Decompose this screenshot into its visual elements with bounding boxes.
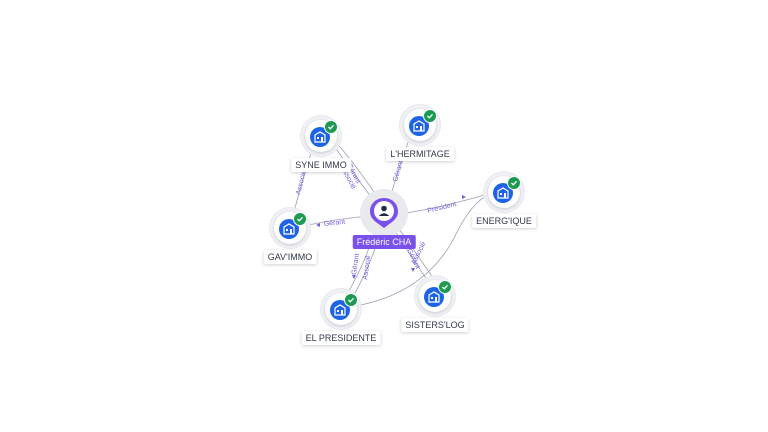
edge-elpresidente-energique [355, 191, 497, 307]
building-icon [424, 287, 444, 307]
user-icon [370, 198, 398, 228]
check-icon [423, 109, 437, 123]
company-label: L'HERMITAGE [386, 147, 454, 161]
company-label: ENERG'IQUE [472, 214, 536, 228]
edge-label-syne-gavimmo-associe: Associé [295, 170, 308, 196]
company-label: SISTERS'LOG [401, 318, 469, 332]
person-name-label: Frédéric CHA [352, 235, 416, 249]
check-icon [438, 280, 452, 294]
arrow-gavimmo [316, 223, 320, 227]
building-icon [279, 219, 299, 239]
check-icon [507, 176, 521, 190]
edge-label-elpresidente-associe: Associé [362, 255, 372, 280]
check-icon [324, 120, 338, 134]
check-icon [293, 212, 307, 226]
company-label: EL PRESIDENTE [301, 331, 381, 345]
edge-label-elpresidente-gerant: Gérant [351, 253, 361, 275]
arrow-sisterslog [411, 268, 415, 272]
edge-label-lhermitage-gerant: Gérant [392, 160, 405, 183]
company-label: GAV'IMMO [263, 250, 317, 264]
arrow-energique [462, 195, 466, 199]
building-icon [330, 300, 350, 320]
building-icon [409, 116, 429, 136]
edge-label-energique-president: Président [427, 201, 457, 215]
company-label: SYNE IMMO [291, 158, 351, 172]
edge-label-gavimmo-gerant: Gérant [323, 219, 345, 228]
arrow-elpresidente [352, 275, 356, 279]
edge-syne-gavimmo [293, 149, 313, 213]
building-icon [493, 183, 513, 203]
check-icon [344, 293, 358, 307]
building-icon [310, 127, 330, 147]
